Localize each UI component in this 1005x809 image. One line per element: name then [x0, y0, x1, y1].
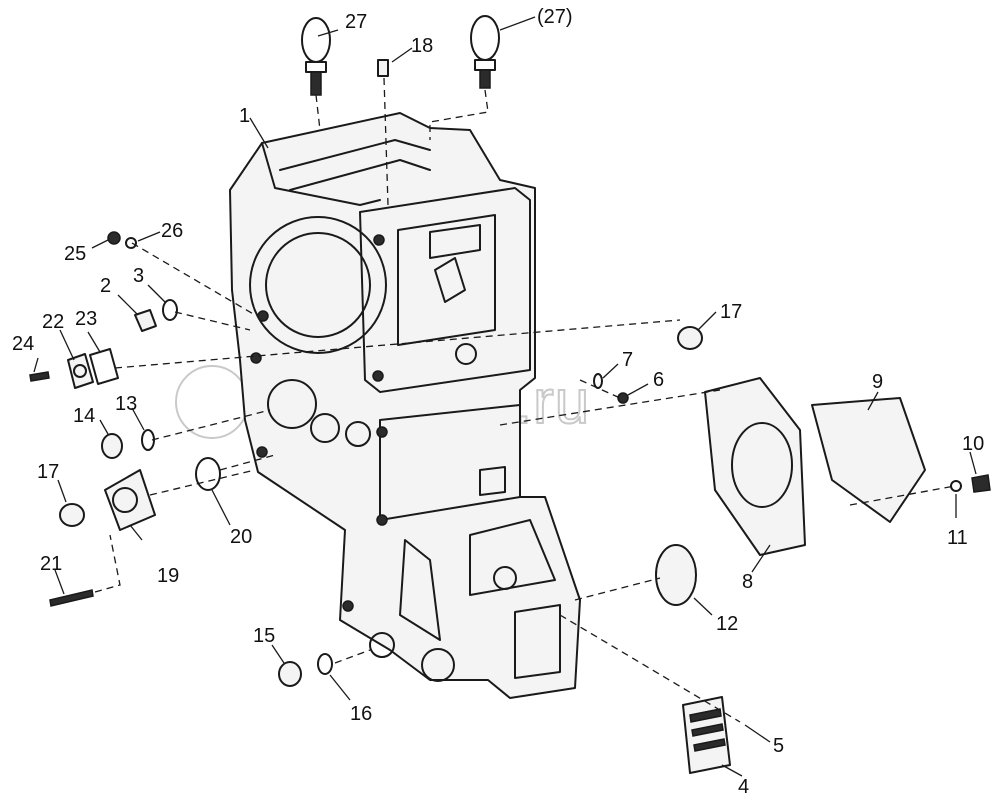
fitting — [134, 309, 157, 332]
callout-8: 8 — [742, 571, 753, 593]
callout-17-left: 17 — [37, 461, 59, 483]
callout-20: 20 — [230, 526, 252, 548]
gasket-plate — [704, 377, 806, 556]
plug — [59, 503, 85, 527]
plug — [107, 231, 121, 245]
seal-ring — [317, 653, 333, 675]
callout-19: 19 — [157, 565, 179, 587]
nameplate — [682, 696, 731, 774]
callout-24: 24 — [12, 333, 34, 355]
callout-3: 3 — [133, 265, 144, 287]
callout-27-alt: (27) — [537, 6, 573, 28]
seal-ring — [162, 299, 178, 321]
o-ring — [195, 457, 221, 491]
o-ring — [125, 237, 137, 249]
bolt — [49, 589, 94, 607]
callout-22: 22 — [42, 311, 64, 333]
assembly-lines — [94, 77, 956, 723]
callout-26: 26 — [161, 220, 183, 242]
callout-14: 14 — [73, 405, 95, 427]
callout-10: 10 — [962, 433, 984, 455]
gasket — [89, 348, 119, 385]
callout-13: 13 — [115, 393, 137, 415]
callout-7: 7 — [622, 349, 633, 371]
plug — [101, 433, 123, 459]
callout-18: 18 — [411, 35, 433, 57]
callout-15: 15 — [253, 625, 275, 647]
plug — [278, 661, 302, 687]
cover — [67, 353, 94, 389]
eyebolt-right — [470, 15, 500, 89]
transmission-housing — [229, 112, 581, 699]
pump-cover — [104, 469, 156, 531]
washer — [950, 480, 962, 492]
callout-12: 12 — [716, 613, 738, 635]
callout-21: 21 — [40, 553, 62, 575]
callout-2: 2 — [100, 275, 111, 297]
callouts: 1 2 3 4 5 6 7 8 9 10 11 12 13 14 15 16 1… — [12, 6, 984, 798]
callout-27: 27 — [345, 11, 367, 33]
seal-ring — [593, 373, 603, 389]
callout-25: 25 — [64, 243, 86, 265]
plug — [677, 326, 703, 350]
callout-6: 6 — [653, 369, 664, 391]
eyebolt-left — [301, 17, 331, 96]
callout-16: 16 — [350, 703, 372, 725]
callout-9: 9 — [872, 371, 883, 393]
leader-lines — [33, 16, 977, 777]
cover — [811, 397, 926, 523]
callout-4: 4 — [738, 776, 749, 798]
watermark-logo-icon — [175, 365, 249, 439]
bolt — [971, 474, 991, 493]
bolt — [29, 371, 50, 382]
cap — [655, 544, 697, 606]
plug — [617, 392, 629, 404]
pin — [377, 59, 389, 77]
callout-1: 1 — [239, 105, 250, 127]
callout-5: 5 — [773, 735, 784, 757]
callout-23: 23 — [75, 308, 97, 330]
callout-11: 11 — [947, 527, 968, 549]
callout-17-right: 17 — [720, 301, 742, 323]
